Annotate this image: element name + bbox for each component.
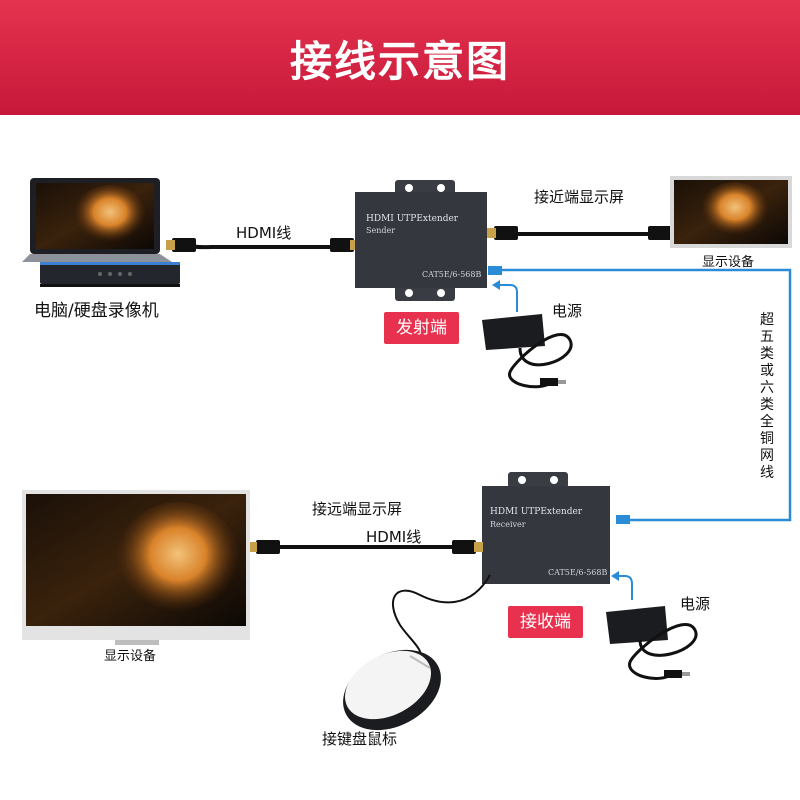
receiver-power-label: 电源 — [680, 595, 711, 613]
receiver-hdmi-cable — [248, 540, 483, 554]
sender-power-arrow — [492, 280, 518, 312]
mouse — [343, 649, 441, 731]
network-cable — [488, 266, 792, 524]
sender-hdmi-cable-in — [166, 238, 359, 252]
sender-tag: 发射端 — [384, 312, 459, 344]
near-display-label: 显示设备 — [702, 255, 755, 270]
sender-power-label: 电源 — [552, 302, 583, 320]
near-display — [670, 176, 792, 248]
far-display — [22, 490, 250, 645]
page-title: 接线示意图 — [289, 37, 510, 86]
laptop — [22, 178, 172, 262]
receiver-device-spec: CAT5E/6-568B — [548, 568, 608, 577]
mouse-label: 接键盘鼠标 — [322, 730, 398, 748]
receiver-hdmi-label: HDMI线 — [366, 528, 422, 546]
network-cable-label: 超五类或六类全铜网线 — [760, 312, 774, 481]
near-screen-label: 接近端显示屏 — [534, 188, 625, 206]
receiver-device-model: HDMI UTPExtender — [490, 507, 583, 517]
receiver-device — [482, 472, 610, 584]
sender-device — [355, 180, 487, 301]
sender-device-spec: CAT5E/6-568B — [422, 270, 482, 279]
sender-device-model: HDMI UTPExtender — [366, 214, 459, 224]
header-banner: 接线示意图 — [0, 0, 800, 115]
receiver-power-adapter — [606, 606, 698, 680]
far-display-label: 显示设备 — [104, 649, 157, 664]
sender-hdmi-label: HDMI线 — [236, 224, 292, 242]
sender-device-role: Sender — [366, 226, 396, 235]
receiver-device-role: Receiver — [490, 520, 526, 529]
mouse-cable — [391, 574, 491, 661]
sender-power-adapter — [482, 314, 573, 389]
receiver-tag: 接收端 — [508, 606, 583, 638]
far-screen-label: 接远端显示屏 — [312, 500, 403, 518]
sender-hdmi-cable-out — [487, 226, 679, 240]
dvr-recorder — [40, 262, 180, 287]
source-device-label: 电脑/硬盘录像机 — [34, 301, 159, 321]
receiver-power-arrow — [611, 571, 633, 600]
